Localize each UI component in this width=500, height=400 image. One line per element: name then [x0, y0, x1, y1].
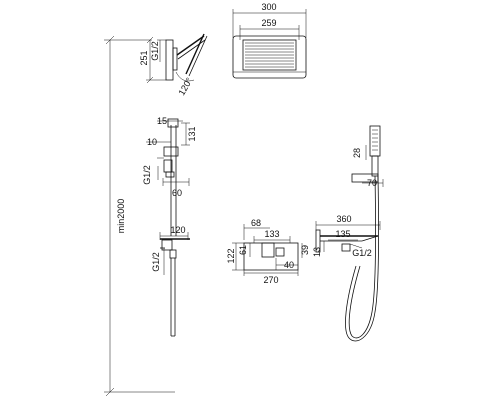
arm-thread-label: G1/2 — [151, 252, 161, 272]
height-label: min2000 — [116, 199, 126, 234]
valve-assembly: 68 133 122 61 39 40 270 — [226, 218, 310, 285]
rail-10-label: 10 — [147, 137, 157, 147]
spout-thread-label: G1/2 — [352, 248, 372, 258]
spout-360-label: 360 — [336, 214, 351, 224]
valve-270-label: 270 — [263, 275, 278, 285]
spout-13-label: 13 — [312, 247, 322, 257]
rail-15-label: 15 — [157, 116, 167, 126]
valve-122-label: 122 — [226, 248, 236, 263]
rail-assembly: 15 131 10 G1/2 60 — [142, 116, 197, 236]
valve-40-label: 40 — [284, 260, 294, 270]
shower-head-height-label: 251 — [139, 50, 149, 65]
arm-assembly: 120 G1/2 — [151, 225, 190, 337]
top-width-outer-label: 300 — [261, 2, 276, 12]
hand-shower-assembly: 28 70 — [345, 125, 384, 342]
top-width-inner-label: 259 — [261, 18, 276, 28]
spout-135-label: 135 — [335, 229, 350, 239]
hand-shower-28-label: 28 — [352, 148, 362, 158]
rail-60-label: 60 — [172, 188, 182, 198]
valve-61-label: 61 — [238, 245, 248, 255]
hand-shower-70-label: 70 — [367, 178, 377, 188]
shower-head-angle-label: 120° — [176, 76, 194, 97]
valve-133-label: 133 — [264, 229, 279, 239]
spout-assembly: 360 135 13 G1/2 — [312, 214, 381, 258]
valve-68-label: 68 — [251, 218, 261, 228]
rail-131-label: 131 — [187, 126, 197, 141]
shower-head-side-view: G1/2 251 120° — [139, 33, 208, 97]
height-dimension: min2000 — [104, 35, 175, 397]
shower-head-thread-label: G1/2 — [150, 41, 160, 61]
rail-thread-label: G1/2 — [142, 165, 152, 185]
valve-39-label: 39 — [300, 245, 310, 255]
shower-head-top-view: 300 259 — [232, 2, 307, 79]
arm-120-label: 120 — [170, 225, 185, 235]
